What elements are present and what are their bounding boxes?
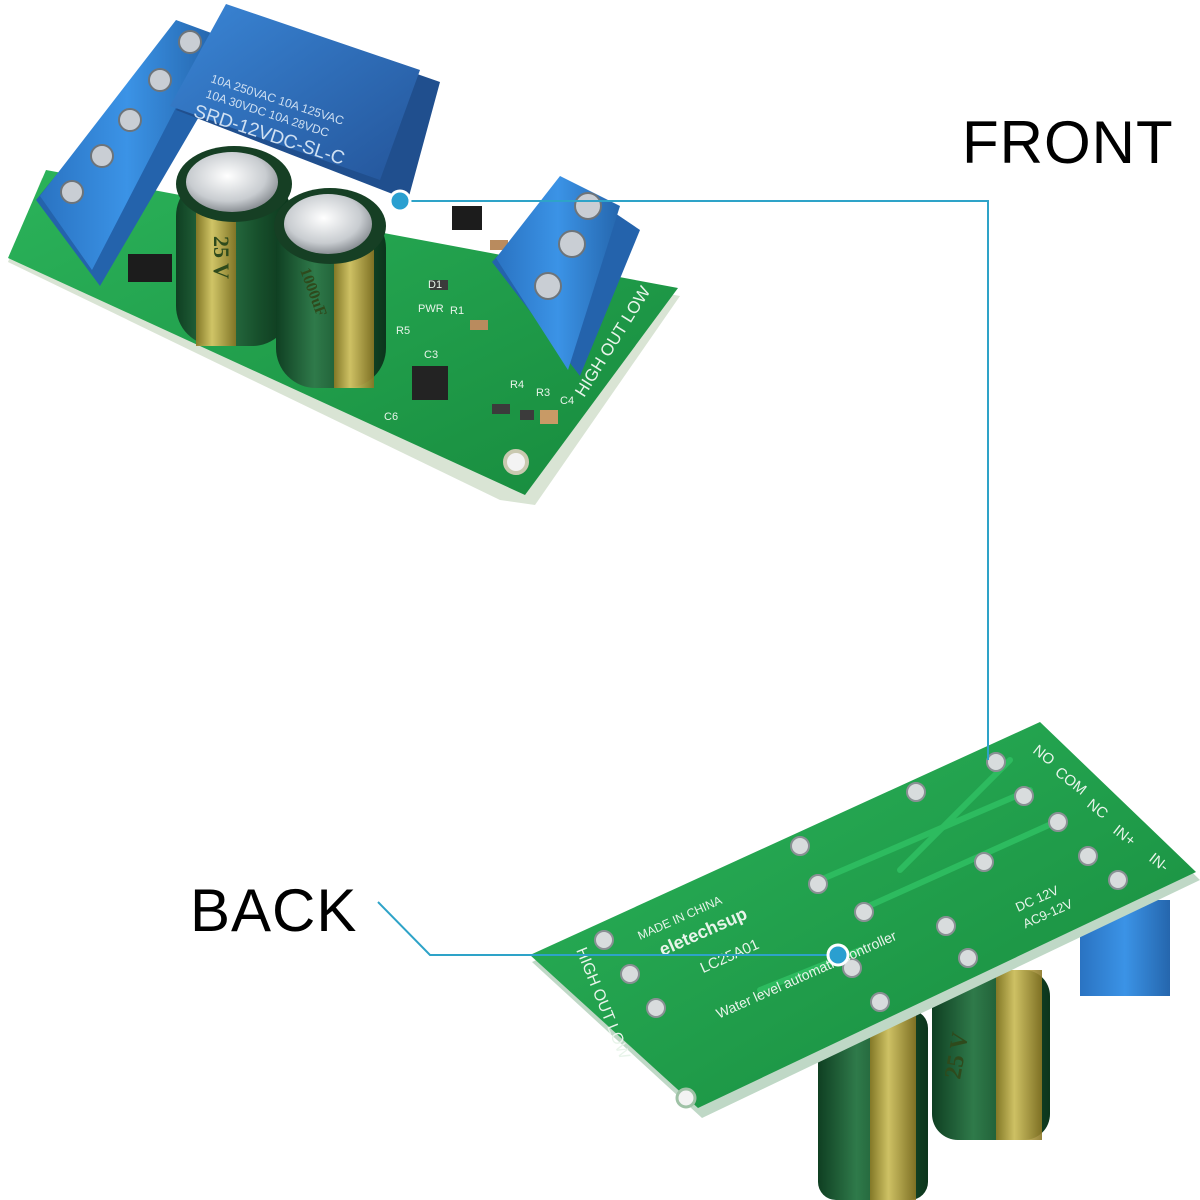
silk-pwr: PWR	[418, 303, 444, 315]
back-capacitor-2: 25 V	[932, 970, 1050, 1140]
silk-r5: R5	[396, 325, 410, 337]
back-capacitor-1	[818, 1010, 928, 1200]
back-traces	[757, 757, 1063, 993]
silk-r4: R4	[510, 379, 524, 391]
front-capacitor-1: 25 V	[176, 146, 292, 346]
callouts	[377, 189, 989, 967]
front-callout-line	[400, 200, 989, 760]
back-callout-dot	[826, 943, 850, 967]
silk-c6: C6	[384, 411, 398, 423]
front-callout-dot	[388, 189, 412, 213]
back-board: 25 V	[530, 722, 1200, 1200]
front-label: FRONT	[962, 109, 1174, 176]
silk-c4: C4	[560, 395, 574, 407]
front-capacitor-2: 1000uF	[274, 188, 386, 388]
front-mounting-hole	[503, 449, 529, 475]
back-callout-line	[377, 901, 838, 956]
terminal-screws-right	[534, 192, 602, 300]
smd-components	[128, 206, 558, 424]
front-terminal-block-right	[492, 176, 640, 376]
front-board: 10A 250VAC 10A 125VAC 10A 30VDC 10A 28VD…	[8, 4, 680, 505]
back-mounting-hole	[675, 1087, 697, 1109]
silk-r1: R1	[450, 305, 464, 317]
front-cap-1-voltage: 25 V	[209, 236, 234, 279]
silk-d1: D1	[428, 279, 442, 291]
back-label: BACK	[190, 877, 358, 944]
silk-c3: C3	[424, 349, 438, 361]
silk-r3: R3	[536, 387, 550, 399]
back-solder-joints	[594, 752, 1128, 1018]
terminal-screws	[60, 30, 202, 204]
